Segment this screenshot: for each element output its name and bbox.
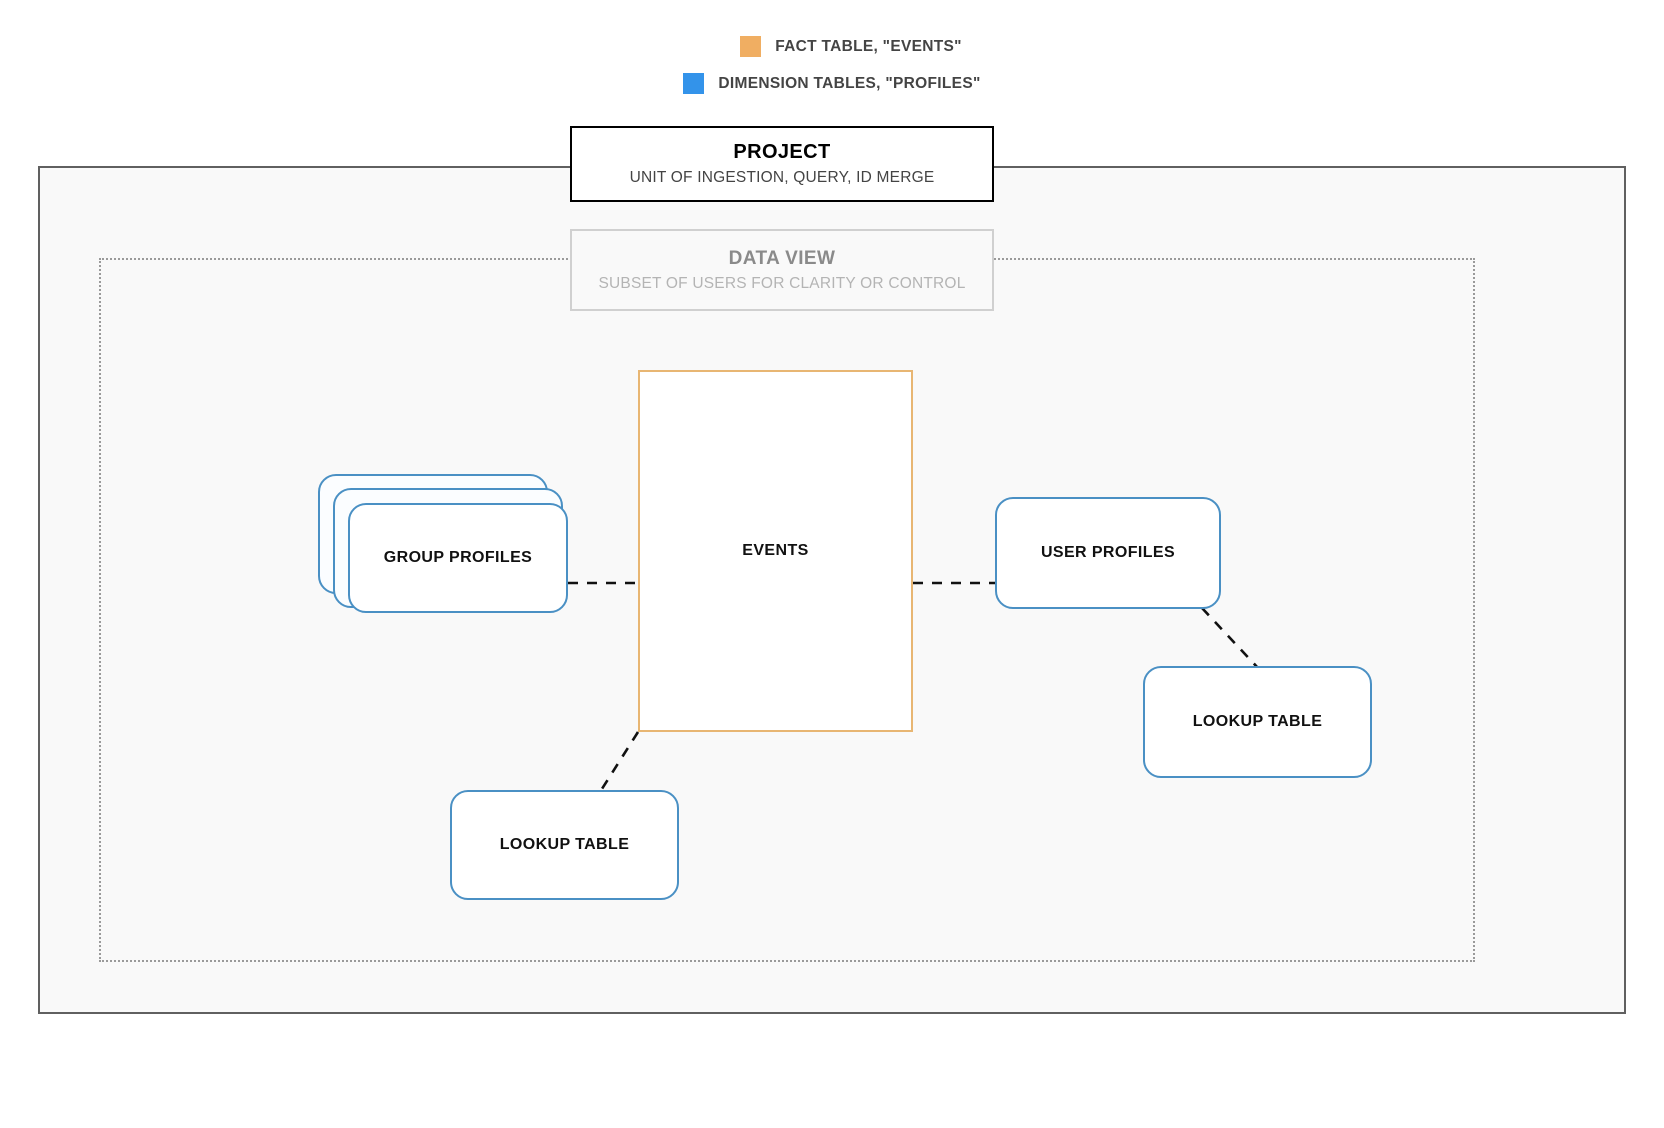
lookup-table-right-label: LOOKUP TABLE <box>1192 713 1323 730</box>
legend-item-dimension-tables: DIMENSION TABLES, "PROFILES" <box>0 65 1664 102</box>
data-view-subtitle: SUBSET OF USERS FOR CLARITY OR CONTROL <box>598 274 966 292</box>
project-header-box: PROJECT UNIT OF INGESTION, QUERY, ID MER… <box>570 126 994 202</box>
legend-item-fact-table: FACT TABLE, "EVENTS" <box>0 28 1664 65</box>
events-label: EVENTS <box>742 542 809 559</box>
lookup-table-right-node[interactable]: LOOKUP TABLE <box>1143 666 1372 778</box>
project-subtitle: UNIT OF INGESTION, QUERY, ID MERGE <box>629 169 935 186</box>
user-profiles-node[interactable]: USER PROFILES <box>995 497 1221 609</box>
dimension-tables-swatch <box>683 73 705 94</box>
data-view-title: DATA VIEW <box>728 247 836 269</box>
lookup-table-left-label: LOOKUP TABLE <box>499 836 630 853</box>
legend-label-fact-table: FACT TABLE, "EVENTS" <box>775 37 962 55</box>
project-title: PROJECT <box>733 141 831 163</box>
group-profiles-label: GROUP PROFILES <box>383 549 533 566</box>
lookup-table-left-node[interactable]: LOOKUP TABLE <box>450 790 679 900</box>
events-fact-table-node[interactable]: EVENTS <box>638 370 913 732</box>
legend: FACT TABLE, "EVENTS" DIMENSION TABLES, "… <box>0 28 1664 102</box>
user-profiles-label: USER PROFILES <box>1040 544 1176 561</box>
fact-table-swatch <box>740 36 762 57</box>
data-view-header-box: DATA VIEW SUBSET OF USERS FOR CLARITY OR… <box>570 229 994 311</box>
group-profiles-card-front[interactable]: GROUP PROFILES <box>348 503 568 613</box>
legend-label-dimension-tables: DIMENSION TABLES, "PROFILES" <box>718 74 981 92</box>
